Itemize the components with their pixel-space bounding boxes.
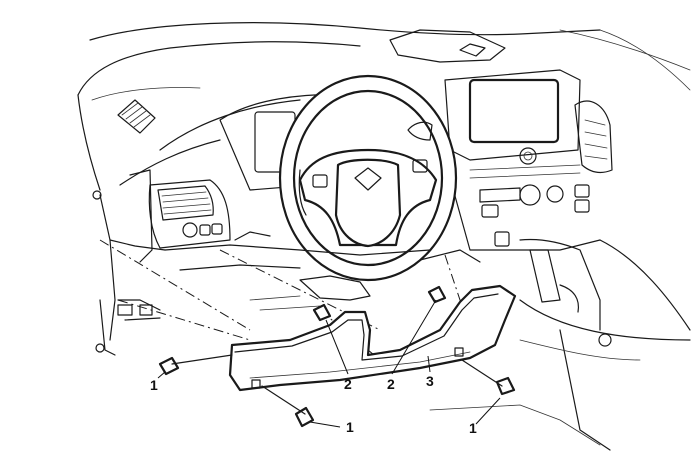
floor-lines: [429, 339, 641, 446]
callout-2-left: 2: [344, 376, 352, 392]
bolt-1-left: [158, 354, 233, 376]
callout-3: 3: [426, 373, 434, 389]
knee-bolster-panel: [228, 284, 517, 392]
defrost-vent: [117, 99, 156, 134]
bolt-2-right: [427, 285, 447, 304]
left-panel: [92, 169, 231, 356]
bolt-2-left: [312, 303, 332, 322]
callout-1-right: 1: [469, 420, 477, 436]
callout-1-bottom: 1: [346, 419, 354, 435]
right-vent: [574, 100, 613, 174]
callout-1-left: 1: [150, 377, 158, 393]
bolt-1-right: [461, 359, 516, 396]
callout-leaders: [157, 299, 501, 428]
callout-2-right: 2: [387, 376, 395, 392]
bolt-1-bottom: [261, 385, 315, 428]
dash-sensor: [389, 29, 506, 63]
center-stack: [444, 69, 601, 251]
steering-wheel: [278, 74, 458, 282]
lower-dash-lines: [164, 231, 481, 311]
center-console: [519, 238, 691, 451]
